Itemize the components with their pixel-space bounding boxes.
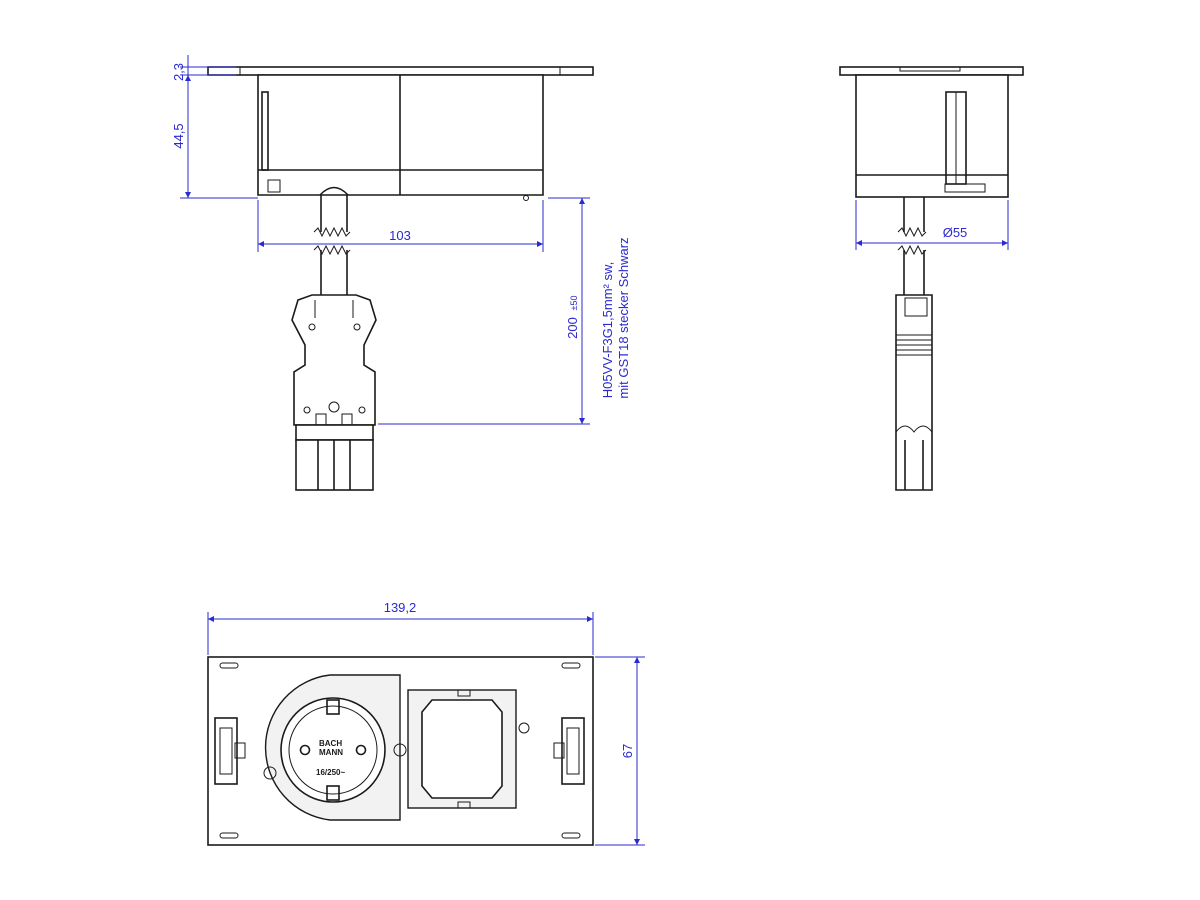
cable-note-line2: mit GST18 stecker Schwarz	[616, 237, 631, 398]
dim-diameter: Ø55	[943, 225, 968, 240]
side-housing	[855, 74, 1009, 198]
blank-module	[407, 689, 530, 809]
right-clamp	[553, 717, 585, 785]
socket-rating: 16/250~	[316, 768, 345, 777]
dim-cable-length: 200	[565, 317, 580, 339]
dim-body-height: 44,5	[171, 123, 186, 148]
front-flange	[207, 66, 594, 76]
dim-top-width: 139,2	[384, 600, 417, 615]
front-plug-gst18	[291, 294, 377, 491]
side-flange	[839, 66, 1024, 76]
left-clamp	[214, 717, 246, 785]
front-housing	[257, 74, 544, 201]
cable-note-line1: H05VV-F3G1,5mm² sw,	[600, 262, 615, 399]
top-view: BACH MANN 16/250~	[207, 656, 594, 846]
dim-flange-thickness: 2,3	[171, 63, 186, 81]
schuko-socket: BACH MANN 16/250~	[263, 674, 407, 821]
socket-brand-line1: BACH	[319, 739, 342, 748]
dim-width-front: 103	[389, 228, 411, 243]
dimension-lines: 2,3 44,5 103 200 ±50 H05VV-F3G1,5mm² sw,…	[171, 55, 1009, 846]
side-cable	[897, 197, 927, 295]
side-plug-gst18	[895, 294, 933, 491]
side-view	[839, 66, 1024, 491]
front-cable	[313, 195, 351, 295]
socket-brand-line2: MANN	[319, 748, 343, 757]
front-view	[207, 66, 594, 491]
dim-top-height: 67	[620, 744, 635, 758]
dim-cable-length-tolerance: ±50	[569, 296, 579, 311]
